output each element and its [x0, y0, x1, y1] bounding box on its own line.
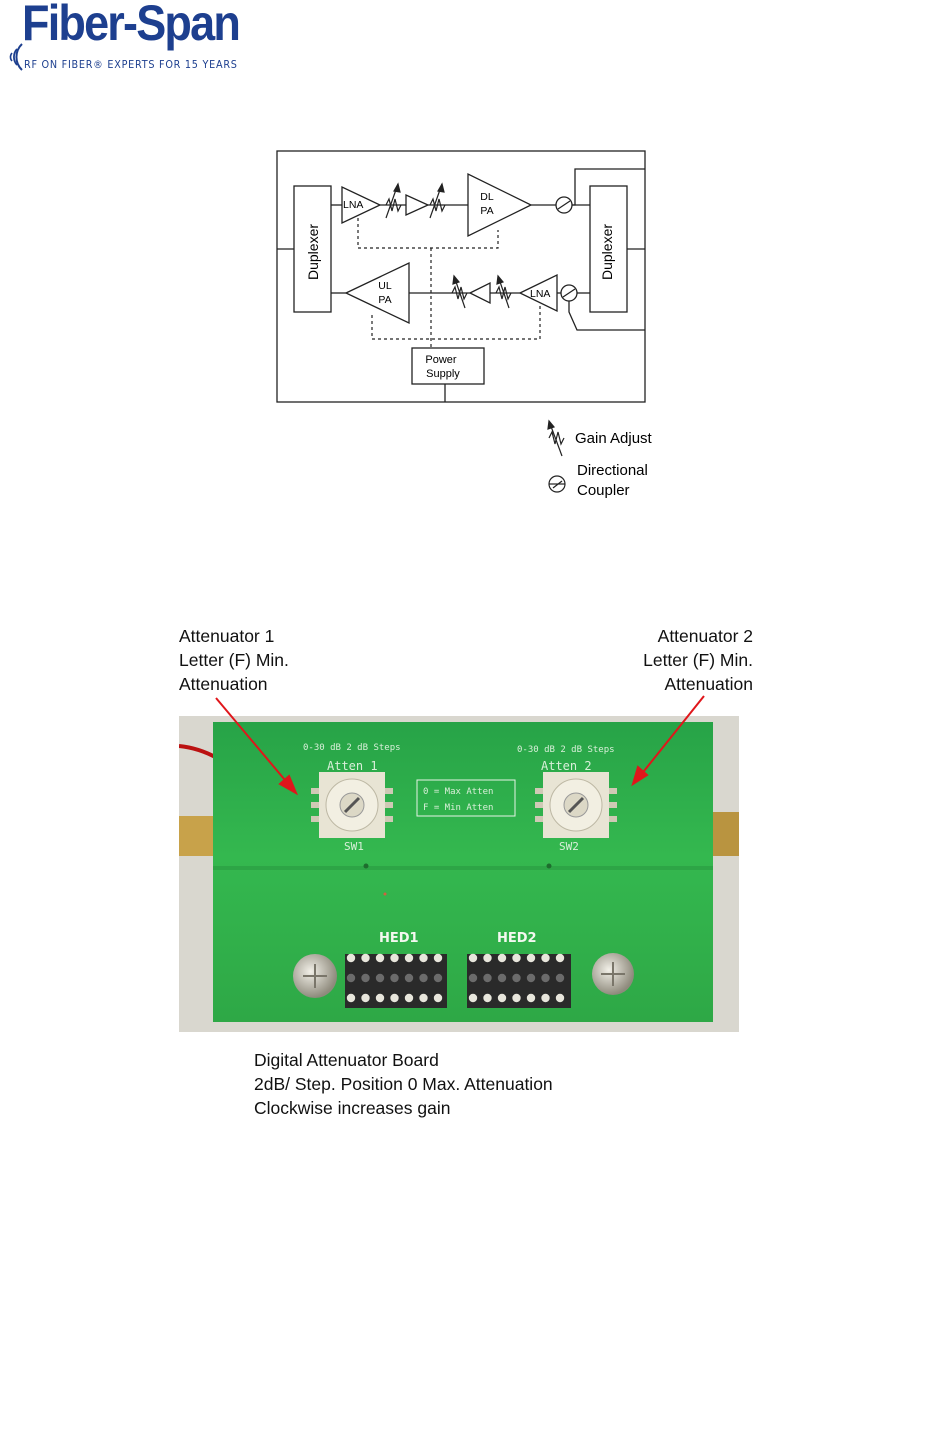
attenuator-1-label: Attenuator 1 Letter (F) Min. Attenuation [179, 624, 289, 696]
ul-pa-label-2: PA [378, 294, 391, 306]
block-diagram: Duplexer Duplexer LNA DL PA UL PA LNA Po… [276, 150, 653, 499]
legend-directional-1: Directional [577, 462, 648, 479]
header-pin [361, 993, 370, 1003]
gain-adjust-legend-icon [547, 419, 565, 457]
header-pin [375, 953, 385, 963]
dl-pa-triangle [467, 172, 533, 238]
header-pin [390, 953, 399, 963]
header-pin [433, 993, 443, 1003]
attenuator-board-photo: 0-30 dB 2 dB Steps 0-30 dB 2 dB Steps At… [179, 716, 739, 1032]
caption-line-1: Digital Attenuator Board [254, 1050, 439, 1070]
lna-top-label: LNA [343, 199, 363, 211]
attenuator-1-line-1: Attenuator 1 [179, 626, 275, 646]
dl-pa-label-2: PA [480, 205, 493, 217]
header-pin [404, 973, 414, 983]
header-pin [419, 993, 428, 1003]
header-pin [541, 993, 550, 1003]
header-pin [346, 953, 356, 963]
header-pin [555, 993, 565, 1003]
header-pin [390, 973, 399, 983]
silk-sw2: SW2 [559, 840, 579, 853]
header-pin [512, 993, 521, 1003]
header-pin [497, 993, 507, 1003]
gain-adjust-4 [495, 274, 512, 309]
caption-line-3: Clockwise increases gain [254, 1098, 451, 1118]
company-logo: Fiber-Span RF ON FIBER® EXPERTS FOR 15 Y… [0, 0, 241, 78]
rotary-switch-2 [535, 772, 617, 838]
silk-range-left: 0-30 dB 2 dB Steps [303, 743, 401, 753]
legend-directional-2: Coupler [577, 482, 630, 499]
gain-adjust-1 [385, 182, 402, 219]
header-pin [404, 993, 414, 1003]
attenuator-1-line-3: Attenuation [179, 674, 268, 694]
header-pin [361, 953, 370, 963]
power-supply-label-1: Power [425, 354, 457, 366]
header-pin [468, 953, 478, 963]
ul-pa-triangle [344, 261, 410, 325]
header-pin [361, 973, 370, 983]
attenuator-2-label: Attenuator 2 Letter (F) Min. Attenuation [643, 624, 753, 696]
header-pin [497, 973, 507, 983]
driver-amp-triangle [405, 193, 430, 217]
header-pin [433, 953, 443, 963]
outer-frame [276, 150, 646, 403]
header-pin [468, 973, 478, 983]
gain-adjust-2 [429, 182, 446, 219]
header-pin [390, 993, 399, 1003]
header-pin [483, 973, 492, 983]
gain-adjust-3 [451, 274, 468, 309]
header-pin [419, 973, 428, 983]
header-pin [346, 993, 356, 1003]
header-pin [512, 973, 521, 983]
silk-sw1: SW1 [344, 840, 364, 853]
logo-tagline: RF ON FIBER® EXPERTS FOR 15 YEARS [24, 59, 238, 71]
silk-legend-max: 0 = Max Atten [423, 787, 493, 797]
header-pin [526, 953, 536, 963]
attenuator-2-line-3: Attenuation [664, 674, 753, 694]
power-supply-label-2: Supply [426, 368, 460, 380]
header-pin [433, 973, 443, 983]
directional-coupler-legend-icon [548, 475, 566, 493]
attenuator-2-line-2: Letter (F) Min. [643, 650, 753, 670]
driver-amp-bottom-triangle [468, 281, 491, 305]
header-pin [541, 953, 550, 963]
duplexer-left-label: Duplexer [305, 224, 321, 280]
rotary-switch-1 [311, 772, 393, 838]
pcb [213, 722, 713, 1022]
duplexer-right-label: Duplexer [599, 224, 615, 280]
header-pin [404, 953, 414, 963]
ul-pa-label-1: UL [378, 280, 392, 292]
header-pin [483, 953, 492, 963]
header-pin [375, 993, 385, 1003]
power-supply-box [411, 347, 485, 385]
header-pin [468, 993, 478, 1003]
header-pin [541, 973, 550, 983]
silk-range-right: 0-30 dB 2 dB Steps [517, 745, 615, 755]
header-pin [375, 973, 385, 983]
silk-hed2: HED2 [497, 931, 537, 946]
attenuator-1-line-2: Letter (F) Min. [179, 650, 289, 670]
silk-atten-2: Atten 2 [541, 759, 592, 773]
header-pin [483, 993, 492, 1003]
caption-line-2: 2dB/ Step. Position 0 Max. Attenuation [254, 1074, 553, 1094]
header-pin [497, 953, 507, 963]
silk-legend-min: F = Min Atten [423, 803, 493, 813]
logo-wave-icon [9, 43, 23, 71]
header-pin [346, 973, 356, 983]
header-pin [526, 973, 536, 983]
lna-bottom-label: LNA [530, 288, 550, 300]
board-caption: Digital Attenuator Board 2dB/ Step. Posi… [254, 1048, 553, 1120]
header-pin [555, 953, 565, 963]
header-pin [512, 953, 521, 963]
header-pin [526, 993, 536, 1003]
header-pin [555, 973, 565, 983]
silk-atten-1: Atten 1 [327, 759, 378, 773]
silk-hed1: HED1 [379, 931, 419, 946]
lna-top-triangle [341, 185, 382, 225]
legend-gain-adjust: Gain Adjust [575, 430, 653, 447]
header-pin [419, 953, 428, 963]
logo-wordmark: Fiber-Span [22, 0, 241, 51]
dl-pa-label-1: DL [480, 191, 494, 203]
attenuator-2-line-1: Attenuator 2 [657, 626, 753, 646]
